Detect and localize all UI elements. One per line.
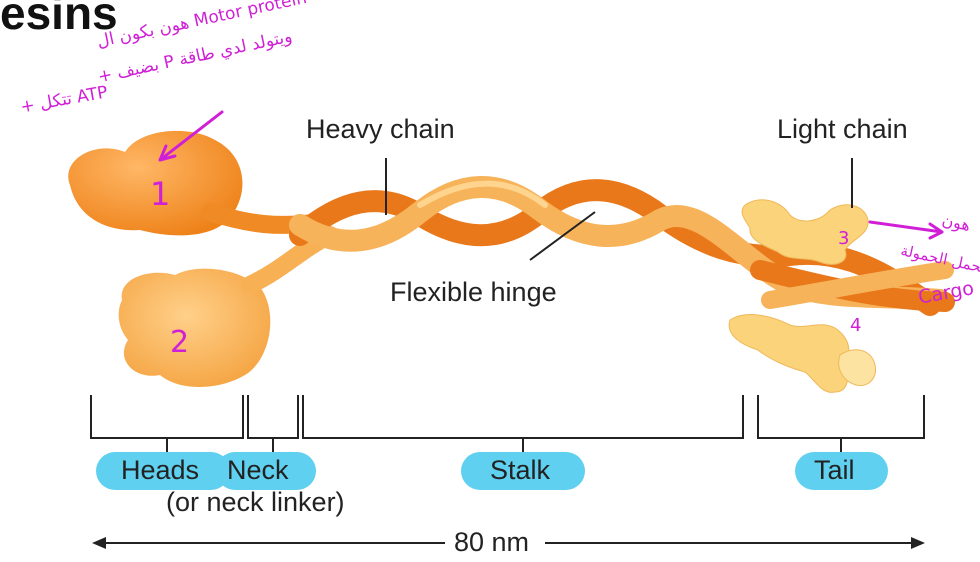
stalk-label: Stalk <box>490 455 550 486</box>
annotation-arrow-cargo <box>870 222 942 238</box>
neck-label: Neck <box>227 455 289 486</box>
light-chain-number-3: 3 <box>838 228 849 249</box>
bracket-stalk <box>303 395 743 438</box>
light-chain-2 <box>729 315 849 393</box>
segment-brackets <box>91 395 924 452</box>
head-number-1: 1 <box>150 175 170 213</box>
heavy-chain-label: Heavy chain <box>306 114 455 145</box>
bracket-neck <box>248 395 298 438</box>
neck-linker-note: (or neck linker) <box>166 487 345 518</box>
heads-label: Heads <box>121 455 199 486</box>
tail-label: Tail <box>814 455 855 486</box>
light-chain-number-4: 4 <box>850 315 861 336</box>
light-chain-label: Light chain <box>777 114 908 145</box>
bracket-heads <box>91 395 243 438</box>
head-number-2: 2 <box>170 325 189 360</box>
bracket-tail <box>758 395 924 438</box>
scale-label: 80 nm <box>454 527 529 558</box>
flexible-hinge-label: Flexible hinge <box>390 277 557 308</box>
